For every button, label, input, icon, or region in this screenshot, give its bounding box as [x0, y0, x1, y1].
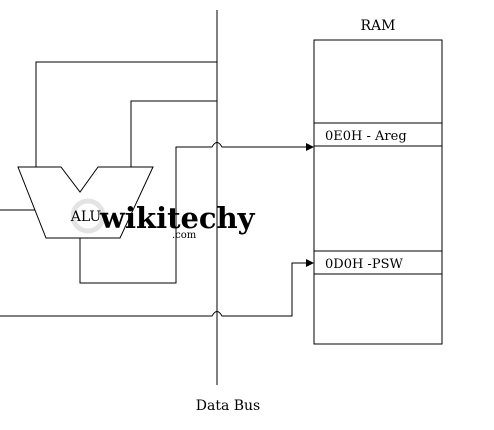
ram-block: [313, 39, 443, 345]
watermark-sub: .com: [172, 230, 197, 241]
wire-alu-output-to-areg: [79, 142, 308, 284]
alu-shape: [17, 166, 154, 239]
wire-bus-to-alu-right-input: [130, 100, 217, 167]
arrow-to-areg: [306, 143, 314, 151]
wire-psw-to-bus: [0, 262, 308, 317]
watermark: wikitechy .com: [70, 198, 256, 241]
psw-cell-label: 0D0H -PSW: [325, 257, 403, 272]
watermark-main: wikitechy: [99, 201, 256, 235]
areg-cell-label: 0E0H - Areg: [325, 129, 407, 144]
wire-bus-to-alu-left-input: [35, 61, 217, 167]
alu-label: ALU: [70, 209, 102, 225]
watermark-logo-circle: [70, 198, 106, 234]
ram-label: RAM: [361, 18, 396, 34]
data-bus-label: Data Bus: [196, 398, 260, 414]
arrow-to-psw: [306, 259, 314, 267]
